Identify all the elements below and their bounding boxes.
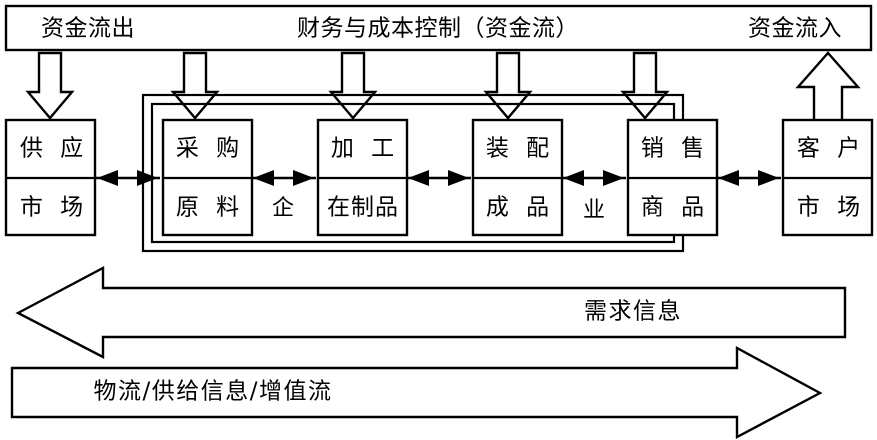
node-customer-market[interactable]: 客 户 市 场 [781,118,874,237]
node-customer-market-top: 客 户 [797,136,865,162]
logistics-value-flow-label: 物流/供给信息/增值流 [94,379,333,405]
node-purchasing-bottom: 原 料 [176,195,244,221]
demand-information-arrow [15,266,847,359]
enterprise-label-char-1: 企 [272,196,294,221]
cash-outflow-arrow-1 [25,51,75,120]
node-assembly-bottom: 成 品 [486,195,554,221]
node-purchasing-top: 采 购 [176,136,244,162]
node-supply-market-bottom: 市 场 [20,195,88,221]
node-sales[interactable]: 销 售 商 品 [626,118,719,237]
node-processing-top: 加 工 [331,136,399,162]
cash-outflow-arrow-3 [328,51,378,120]
node-sales-bottom: 商 品 [641,195,709,221]
node-supply-market[interactable]: 供 应 市 场 [4,118,97,237]
cash-inflow-label: 资金流入 [748,16,842,42]
cash-outflow-arrow-group [25,51,670,120]
node-sales-top: 销 售 [641,136,709,162]
cash-outflow-arrow-5 [620,51,670,120]
enterprise-label-char-2: 业 [583,198,605,223]
node-customer-market-bottom: 市 场 [797,195,865,221]
finance-cost-control-label: 财务与成本控制（资金流） [297,16,579,42]
connector-arrowheads [97,170,779,186]
node-assembly[interactable]: 装 配 成 品 [471,118,564,237]
node-processing-bottom: 在制品 [327,195,399,221]
node-assembly-top: 装 配 [486,136,554,162]
node-purchasing[interactable]: 采 购 原 料 [161,118,254,237]
title-banner-box [4,4,873,52]
cash-outflow-arrow-2 [170,51,220,120]
cash-outflow-arrow-4 [483,51,533,120]
logistics-value-flow-arrow [10,345,823,439]
cash-inflow-arrow-1 [795,51,861,130]
node-processing[interactable]: 加 工 在制品 [316,118,409,237]
demand-information-label: 需求信息 [584,299,682,325]
cash-outflow-label: 资金流出 [41,16,135,42]
node-supply-market-top: 供 应 [20,136,88,162]
